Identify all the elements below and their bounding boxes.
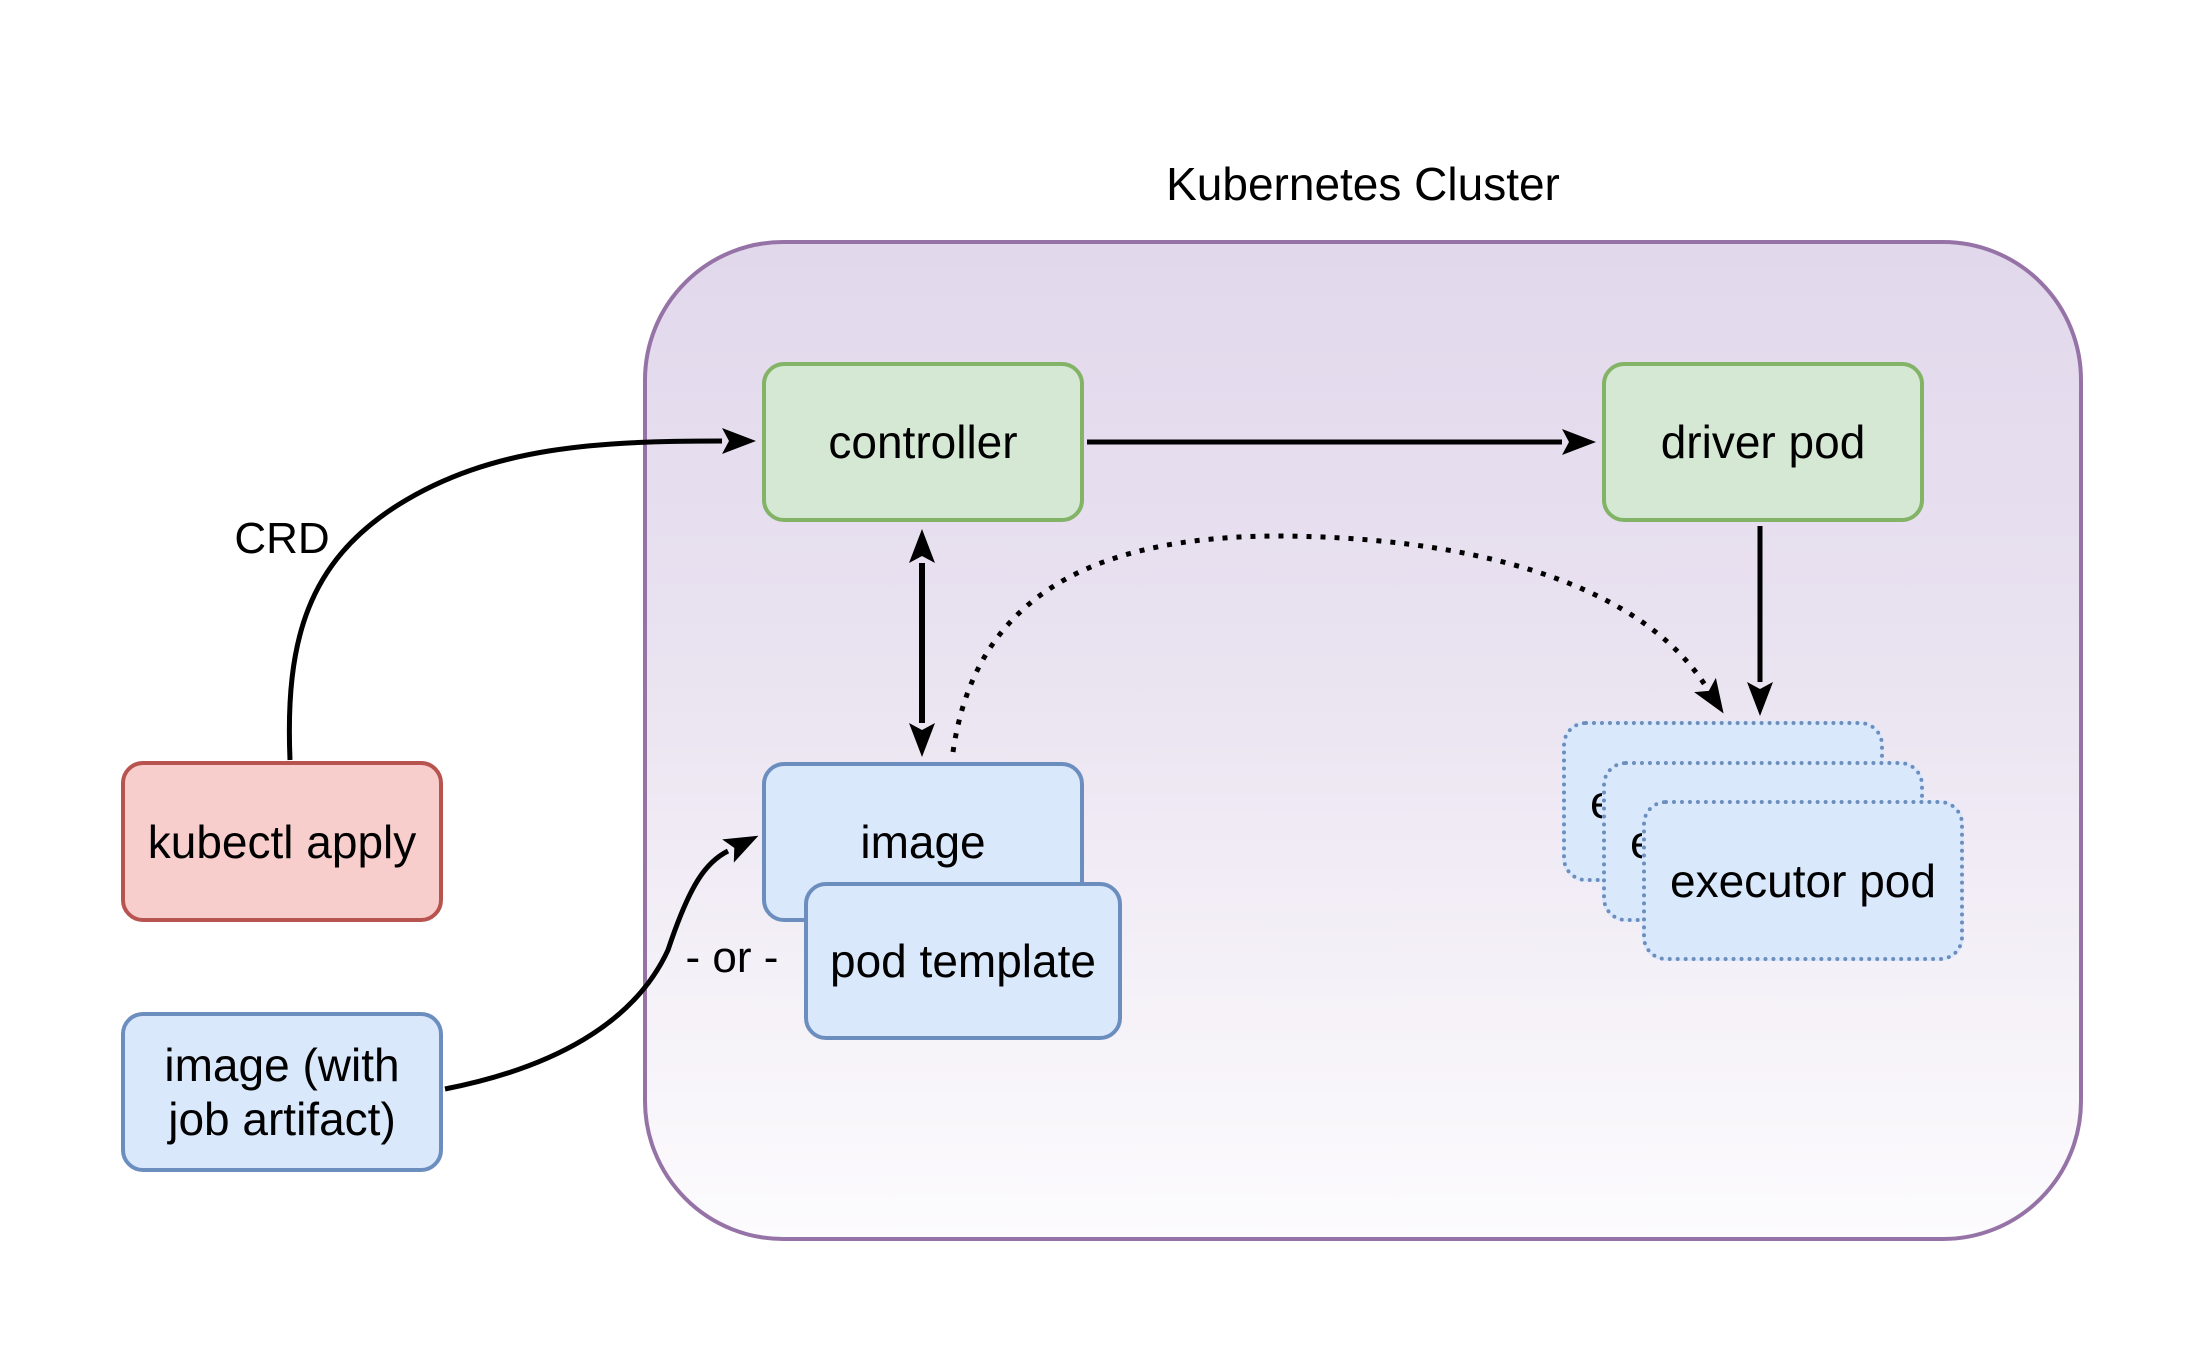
edge-label-or: - or -	[685, 933, 779, 982]
cluster-title: Kubernetes Cluster	[1166, 158, 1560, 210]
node-pod-template-label: pod template	[830, 935, 1096, 987]
node-executor-pod-1: executor pod	[1642, 800, 1964, 961]
node-kubectl-apply-label: kubectl apply	[147, 815, 417, 868]
node-kubectl-apply: kubectl apply	[121, 761, 443, 922]
node-controller-label: controller	[828, 416, 1018, 468]
node-driver-pod-label: driver pod	[1660, 416, 1866, 468]
edge-label-crd: CRD	[234, 514, 330, 563]
node-pod-template: pod template	[804, 882, 1122, 1040]
node-controller: controller	[762, 362, 1084, 522]
node-image-with-job-artifact-label: image (with job artifact)	[164, 1039, 400, 1145]
node-driver-pod: driver pod	[1602, 362, 1924, 522]
node-image-label: image	[860, 816, 986, 868]
node-executor-pod-1-label: executor pod	[1670, 854, 1936, 907]
node-image-with-job-artifact: image (with job artifact)	[121, 1012, 443, 1172]
